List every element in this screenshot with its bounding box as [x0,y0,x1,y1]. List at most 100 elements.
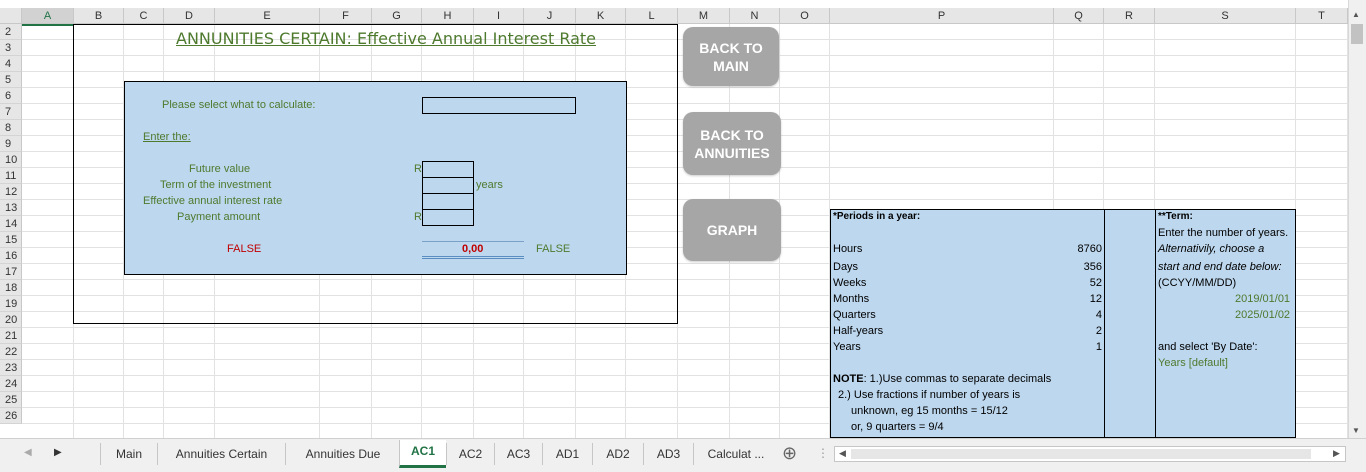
row-header[interactable]: 8 [0,120,22,136]
row-header[interactable]: 26 [0,408,22,424]
rate-input[interactable] [422,193,474,210]
column-header[interactable]: R [1104,8,1155,24]
sheet-tab[interactable]: AC2 [446,443,494,465]
column-gridline [123,24,124,438]
row-header[interactable]: 14 [0,216,22,232]
column-header[interactable]: M [678,8,730,24]
column-header[interactable]: I [474,8,524,24]
column-header[interactable]: C [124,8,164,24]
row-header[interactable]: 15 [0,232,22,248]
future-value-input[interactable] [422,161,474,178]
sheet-tab[interactable]: Main [100,443,157,465]
row-header[interactable]: 3 [0,40,22,56]
hscroll-thumb[interactable] [851,449,1311,459]
note-text-1: : 1.)Use commas to separate decimals [863,373,1052,385]
row-header[interactable]: 9 [0,136,22,152]
column-gridline [829,24,830,438]
row-header[interactable]: 22 [0,344,22,360]
add-sheet-icon[interactable]: ⊕ [782,443,798,463]
row-header[interactable]: 13 [0,200,22,216]
row-header[interactable]: 11 [0,168,22,184]
column-header[interactable]: P [830,8,1054,24]
payment-input[interactable] [422,209,474,226]
term-note-panel [1155,209,1296,438]
column-header[interactable]: T [1296,8,1348,24]
note-line-1: NOTE: 1.)Use commas to separate decimals [833,373,1051,385]
column-header[interactable]: F [320,8,372,24]
column-header[interactable]: Q [1054,8,1104,24]
enter-the-label: Enter the: [143,131,191,143]
column-header[interactable]: L [626,8,678,24]
sheet-tab[interactable]: AC3 [494,443,542,465]
term-input[interactable] [422,177,474,194]
graph-button[interactable]: GRAPH [683,199,781,261]
row-header[interactable]: 25 [0,392,22,408]
column-header[interactable]: D [164,8,215,24]
horizontal-scrollbar[interactable]: ◀ ▶ [834,446,1346,462]
column-header[interactable]: O [780,8,830,24]
term-default[interactable]: Years [default] [1158,357,1228,369]
hscroll-right-icon[interactable]: ▶ [1333,448,1340,458]
row-header[interactable]: 10 [0,152,22,168]
row-header[interactable]: 5 [0,72,22,88]
hscroll-left-icon[interactable]: ◀ [839,448,846,458]
sheet-tab[interactable]: AD2 [592,443,643,465]
result-value: 0,00 [462,243,484,255]
column-header[interactable]: E [215,8,320,24]
back-to-annuities-button[interactable]: BACK TO ANNUITIES [683,112,781,175]
column-header[interactable]: K [576,8,626,24]
term-label: Term of the investment [160,179,272,191]
row-header[interactable]: 21 [0,328,22,344]
scroll-up-icon[interactable]: ▲ [1352,10,1360,19]
more-icon[interactable]: ⋮ [817,446,829,460]
row-header[interactable]: 4 [0,56,22,72]
row-header[interactable]: 7 [0,104,22,120]
tab-scroll-right-icon[interactable]: ▶ [54,447,62,458]
column-header[interactable]: J [524,8,576,24]
row-header[interactable]: 24 [0,376,22,392]
column-header[interactable]: N [730,8,780,24]
sheet-tab[interactable]: Annuities Certain [157,443,285,465]
column-header[interactable]: A [22,8,74,24]
period-value: 8760 [1077,243,1102,255]
sheet-tab[interactable]: AD1 [542,443,592,465]
scroll-thumb[interactable] [1351,24,1363,44]
row-gridline [22,375,1348,376]
vertical-scrollbar[interactable]: ▲ ▼ [1348,0,1366,438]
graph-label: GRAPH [706,222,758,238]
term-header: **Term: [1158,211,1193,222]
select-all-corner[interactable] [0,8,22,24]
sheet-tab[interactable]: Annuities Due [285,443,400,465]
row-gridline [22,327,1348,328]
tab-scroll-left-icon[interactable]: ◀ [24,447,32,458]
start-date[interactable]: 2019/01/01 [1235,293,1291,305]
payment-label: Payment amount [177,211,261,223]
false-left: FALSE [227,243,262,255]
column-header[interactable]: G [372,8,422,24]
row-header[interactable]: 18 [0,280,22,296]
scroll-down-icon[interactable]: ▼ [1352,426,1360,435]
term-line-1: Enter the number of years. [1158,227,1289,239]
column-header[interactable]: B [74,8,124,24]
period-value: 2 [1095,325,1102,337]
note-line-3: unknown, eg 15 months = 15/12 [851,405,1008,417]
column-header[interactable]: H [422,8,474,24]
row-header[interactable]: 12 [0,184,22,200]
row-header[interactable]: 19 [0,296,22,312]
column-header[interactable]: S [1155,8,1296,24]
row-header[interactable]: 2 [0,24,22,40]
sheet-tab[interactable]: AC1 [399,440,446,468]
sheet-tab[interactable]: AD3 [643,443,693,465]
row-header[interactable]: 23 [0,360,22,376]
row-header[interactable]: 17 [0,264,22,280]
back-to-main-button[interactable]: BACK TO MAIN [683,27,779,86]
row-header[interactable]: 6 [0,88,22,104]
calculate-select[interactable] [422,97,576,114]
row-gridline [22,279,1348,280]
row-header[interactable]: 16 [0,248,22,264]
sheet-tab[interactable]: Calculat ... [693,443,778,465]
row-header[interactable]: 20 [0,312,22,328]
row-gridline [22,183,1348,184]
end-date[interactable]: 2025/01/02 [1235,309,1291,321]
